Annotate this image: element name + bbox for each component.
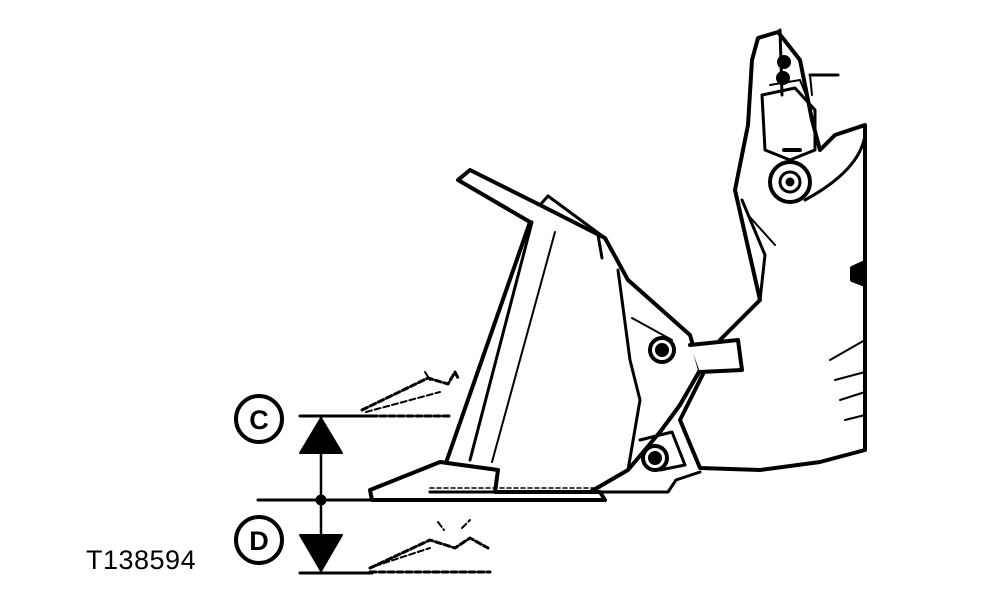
arrow-up — [299, 417, 343, 454]
figure-id-label: T138594 — [86, 545, 197, 575]
pivot-pin — [768, 148, 812, 204]
ghost-bucket-edge-upper — [360, 370, 460, 418]
loader-arm — [678, 28, 867, 472]
callout-d-label: D — [249, 526, 269, 556]
callout-d — [234, 515, 284, 565]
ghost-bucket-edge-lower — [368, 519, 492, 574]
arrow-down — [299, 534, 343, 572]
callout-c — [234, 394, 284, 444]
bucket — [368, 168, 744, 502]
callout-c-label: C — [249, 405, 269, 435]
